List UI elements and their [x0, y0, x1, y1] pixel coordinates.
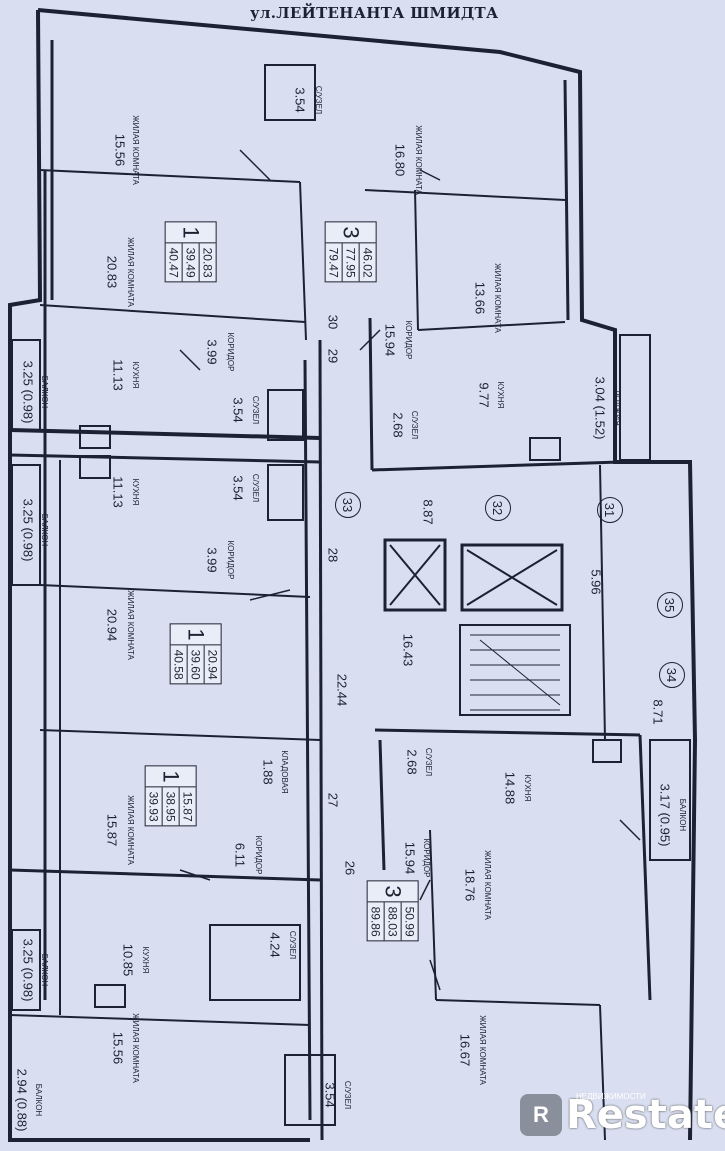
room-label: КОРИДОР: [422, 838, 431, 878]
room-area: 16.67: [457, 1033, 473, 1067]
room-label: ЖИЛАЯ КОМНАТА: [483, 850, 492, 920]
room-area: 20.94: [104, 608, 120, 642]
room-label: КОРИДОР: [226, 332, 235, 372]
room-area: 16.80: [392, 143, 408, 177]
room-area: 6.11: [232, 842, 248, 868]
room-area: 2.68: [404, 749, 420, 775]
room-label: ЖИЛАЯ КОМНАТА: [493, 263, 502, 333]
room-area: 2.94 (0.88): [14, 1068, 30, 1132]
room-area: 3.54: [230, 397, 246, 423]
room-label: ЖИЛАЯ КОМНАТА: [126, 590, 135, 660]
axis-number: 27: [325, 792, 341, 808]
room-label: БАЛКОН: [678, 798, 687, 832]
room-area: 3.17 (0.95): [657, 783, 673, 847]
common-area: 5.96: [588, 569, 604, 595]
room-label: КОРИДОР: [404, 320, 413, 360]
room-area: 15.56: [112, 133, 128, 167]
logo-subtitle: НЕДВИЖИМОСТИ: [576, 1092, 646, 1101]
room-area: 15.56: [110, 1031, 126, 1065]
room-area: 20.83: [104, 255, 120, 289]
room-label: БАЛКОН: [40, 513, 49, 547]
room-label: ЖИЛАЯ КОМНАТА: [131, 1013, 140, 1083]
room-area: 3.25 (0.98): [20, 498, 36, 562]
room-area: 3.54: [230, 475, 246, 501]
restate-logo: R Restate: [520, 1092, 725, 1138]
common-area: 8.87: [420, 499, 436, 525]
room-label: БАЛКОН: [40, 953, 49, 987]
room-area: 3.25 (0.98): [20, 938, 36, 1002]
room-area: 3.25 (0.98): [20, 360, 36, 424]
room-label: С/УЗЕЛ: [288, 930, 297, 960]
axis-number: 26: [342, 860, 358, 876]
axis-number: 29: [325, 348, 341, 364]
room-label: ЖИЛАЯ КОМНАТА: [478, 1015, 487, 1085]
room-label: КОРИДОР: [254, 835, 263, 875]
room-label: С/УЗЕЛ: [314, 85, 323, 115]
room-label: С/УЗЕЛ: [410, 410, 419, 440]
room-area: 4.24: [267, 932, 283, 958]
room-label: С/УЗЕЛ: [424, 747, 433, 777]
restate-wordmark: Restate: [566, 1092, 725, 1138]
room-label: БАЛКОН: [34, 1083, 43, 1117]
circle-label: 35: [657, 592, 683, 618]
room-label: КУХНЯ: [141, 946, 150, 974]
room-label: КУХНЯ: [131, 361, 140, 389]
room-area: 15.94: [402, 841, 418, 875]
room-label: КУХНЯ: [131, 478, 140, 506]
circle-label: 34: [659, 662, 685, 688]
room-label: ЖИЛАЯ КОМНАТА: [126, 237, 135, 307]
circle-label: 31: [597, 497, 623, 523]
room-label: ЖИЛАЯ КОМНАТА: [414, 125, 423, 195]
room-area: 11.13: [110, 476, 126, 508]
common-area: 22.44: [334, 673, 350, 707]
room-area: 9.77: [476, 382, 492, 408]
room-area: 13.66: [472, 281, 488, 315]
room-label: ЛОДЖИЯ: [613, 390, 622, 426]
circle-label: 32: [485, 495, 511, 521]
street-name: ул.ЛЕЙТЕНАНТА ШМИДТА: [250, 4, 499, 22]
axis-number: 28: [325, 547, 341, 563]
room-label: КУХНЯ: [523, 774, 532, 802]
room-area: 1.88: [260, 759, 276, 785]
common-area: 8.71: [650, 699, 666, 725]
room-area: 3.99: [204, 339, 220, 365]
room-area: 11.13: [110, 359, 126, 391]
common-area: 16.43: [400, 633, 416, 667]
room-label: С/УЗЕЛ: [251, 395, 260, 425]
room-area: 10.85: [120, 943, 136, 977]
room-area: 3.54: [292, 87, 308, 113]
room-label: КОРИДОР: [226, 540, 235, 580]
room-area: 15.94: [382, 323, 398, 357]
room-label: КУХНЯ: [496, 381, 505, 409]
room-area: 2.68: [390, 412, 406, 438]
room-area: 3.04 (1.52): [592, 376, 608, 440]
room-area: 15.87: [104, 813, 120, 847]
room-area: 18.76: [462, 868, 478, 902]
room-label: С/УЗЕЛ: [251, 473, 260, 503]
room-label: ЖИЛАЯ КОМНАТА: [126, 795, 135, 865]
restate-mark-icon: R: [520, 1094, 562, 1136]
room-label: КЛАДОВАЯ: [280, 750, 289, 794]
room-label: БАЛКОН: [40, 375, 49, 409]
room-label: С/УЗЕЛ: [343, 1080, 352, 1110]
room-area: 3.54: [322, 1082, 338, 1108]
room-area: 14.88: [502, 771, 518, 805]
circle-label: 33: [335, 492, 361, 518]
axis-number: 30: [325, 314, 341, 330]
room-label: ЖИЛАЯ КОМНАТА: [131, 115, 140, 185]
room-area: 3.99: [204, 547, 220, 573]
